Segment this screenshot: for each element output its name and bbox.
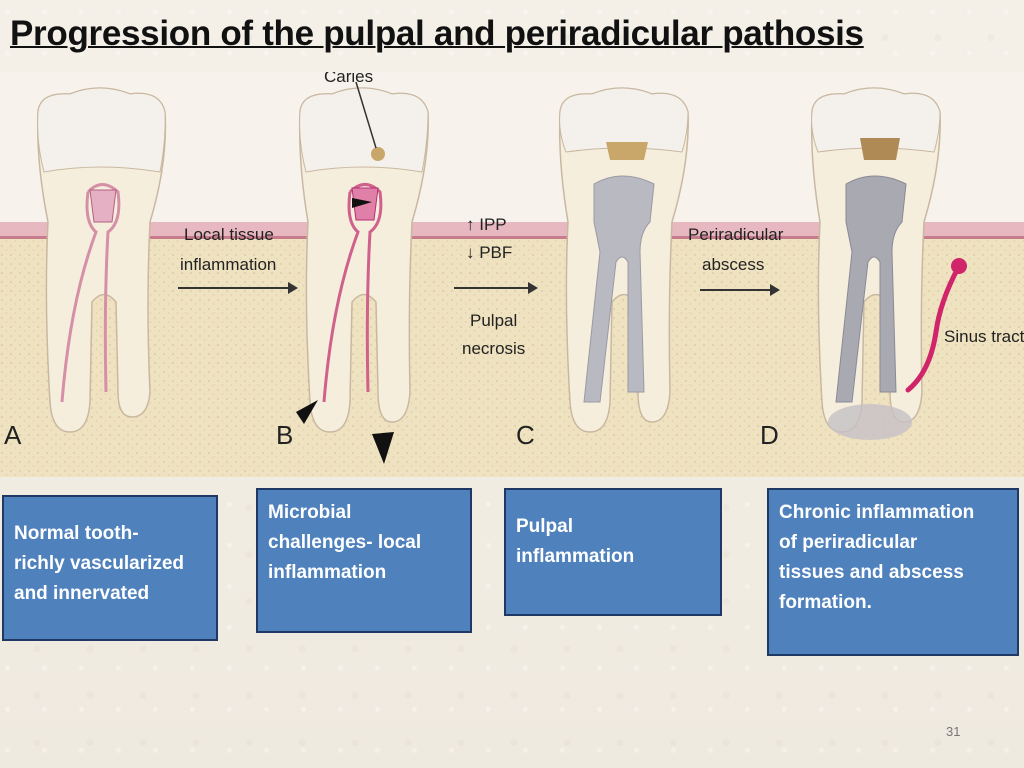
caption-line: Chronic inflammation [779,502,975,523]
arrow-b-to-c-head [528,282,538,294]
caption-line: Normal tooth- [14,523,139,544]
caption-line: Pulpal [516,516,574,537]
caption-line: tissues and abscess [779,562,964,583]
progression-arrows [178,282,780,296]
gum-band [0,222,1024,238]
tooth-a-pulp [60,183,121,403]
caption-box-normal-tooth: Normal tooth- richly vascularized and in… [2,495,218,641]
caption-line: of periradicular [779,532,918,553]
arrowhead-pulp [352,198,372,208]
caption-line: formation. [779,592,872,613]
panel-label-d: D [760,420,779,450]
tooth-b-enamel [299,87,429,173]
arrow-c-to-d-head [770,284,780,296]
label-caries: Caries [324,72,373,86]
caption-line: challenges- local [268,532,422,553]
tooth-c-enamel [559,87,689,153]
panel-label-c: C [516,420,535,450]
tooth-a-pulp-chamber [89,189,117,223]
caption-line: and innervated [14,583,150,604]
arrowhead-apex-1 [296,400,318,424]
caption-line: inflammation [516,546,635,567]
arrow2-label-line4: necrosis [462,339,525,358]
tooth-a-enamel [37,87,166,173]
caption-line: richly vascularized [14,553,185,574]
arrow2-label-line1: ↑ IPP [466,215,507,234]
caption-box-microbial-challenges: Microbial challenges- local inflammation [256,488,472,633]
arrow1-label-line2: inflammation [180,255,276,274]
slide-title: Progression of the pulpal and periradicu… [10,14,864,53]
arrow2-label-line3: Pulpal [470,311,517,330]
tooth-b [296,81,429,464]
panel-label-b: B [276,420,293,450]
page-number: 31 [946,724,961,739]
sinus-opening [951,258,967,274]
caries-pointer [355,81,377,149]
pathosis-figure: Caries Local tissue inflammation ↑ IPP ↓… [0,72,1024,477]
caption-line: inflammation [268,562,387,583]
arrow3-label-line1: Periradicular [688,225,784,244]
sinus-tract [905,265,961,393]
tooth-diagram: Caries Local tissue inflammation ↑ IPP ↓… [0,72,1024,477]
arrow1-label-line1: Local tissue [184,225,274,244]
arrow-a-to-b-head [288,282,298,294]
tooth-d [810,87,967,440]
panel-label-a: A [4,420,22,450]
caption-box-chronic-inflammation: Chronic inflammation of periradicular ti… [767,488,1019,656]
label-sinus-tract: Sinus tract [944,327,1024,346]
tooth-c [558,87,689,433]
arrow2-label-line2: ↓ PBF [466,243,512,262]
tooth-b-caries [371,147,385,161]
tooth-d-necrotic-pulp [835,175,907,403]
arrowhead-apex-2 [372,432,394,464]
tooth-d-caries [860,138,900,160]
gum-line [0,236,1024,239]
periradicular-lesion [828,404,912,440]
tooth-d-enamel [811,87,941,153]
caption-line: Microbial [268,502,352,523]
tooth-c-caries [606,142,648,160]
tooth-b-pulp [322,183,383,403]
tooth-c-necrotic-pulp [583,175,655,403]
tooth-a [36,87,167,433]
caption-box-pulpal-inflammation: Pulpal inflammation [504,488,722,616]
arrow3-label-line2: abscess [702,255,764,274]
